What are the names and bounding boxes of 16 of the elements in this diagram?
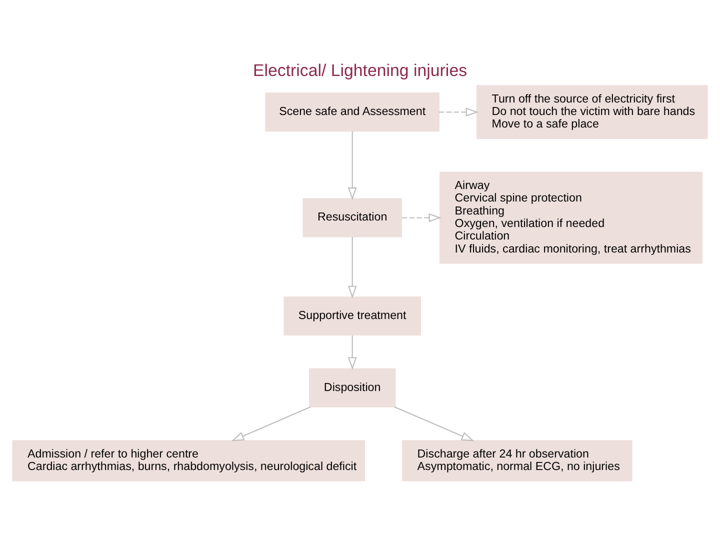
arrow — [231, 406, 311, 441]
node-box: Scene safe and Assessment — [265, 92, 440, 132]
diagram-title: Electrical/ Lightening injuries — [252, 60, 468, 80]
node-box: Disposition — [309, 368, 396, 407]
node-box: Supportive treatment — [284, 296, 421, 336]
arrow — [402, 212, 442, 222]
arrow — [394, 406, 474, 441]
arrow — [438, 107, 479, 116]
node-box: Turn off the source of electricity first Do not touch the victim with bare hands Move to a safe place — [476, 84, 708, 139]
node-box: Airway Cervical spine protection Breathing Oxygen, ventilation if needed Circulation IV fluids, cardiac monitoring, treat arrhythmias — [440, 171, 703, 264]
arrow — [348, 236, 357, 298]
arrow — [348, 130, 357, 200]
node-box: Admission / refer to higher centre Cardiac arrhythmias, burns, rhabdomyolysis, neurological deficit — [12, 440, 366, 481]
node-box: Resuscitation — [302, 198, 402, 237]
arrow — [348, 334, 357, 370]
node-box: Discharge after 24 hr observation Asymptomatic, normal ECG, no injuries — [402, 440, 632, 481]
